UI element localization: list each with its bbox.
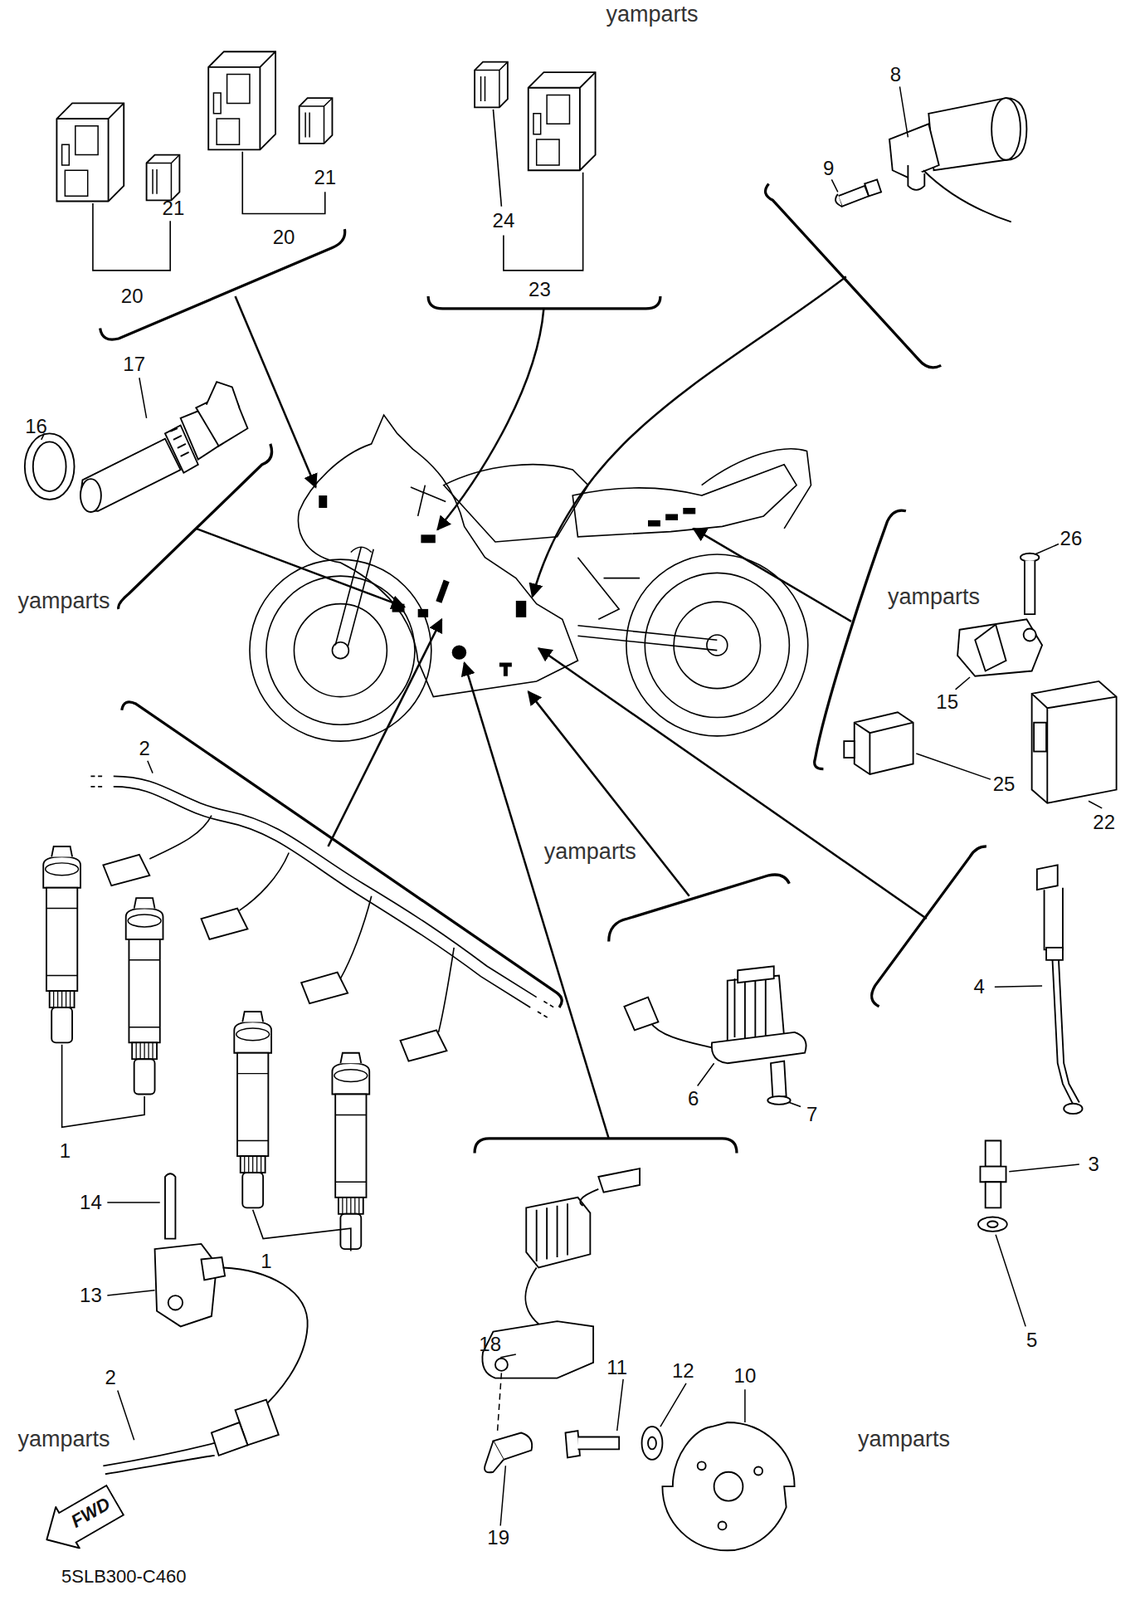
watermark: yamparts [544,840,637,863]
callout-number: 8 [890,64,902,85]
callout-number: 13 [79,1285,103,1306]
callout-number: 2 [104,1367,116,1388]
callout-number: 4 [974,976,985,997]
callout-number: 3 [1088,1154,1100,1174]
callout-number: 9 [823,158,834,179]
watermark: yamparts [605,3,698,26]
callout-number: 7 [806,1104,818,1125]
callout-number: 1 [59,1140,71,1161]
callout-number: 6 [687,1088,699,1109]
callout-number: 20 [121,286,144,307]
callout-number: 12 [672,1360,695,1381]
drawing-code: 5SLB300-C460 [61,1567,186,1586]
callout-number: 1 [260,1251,272,1272]
callout-number: 21 [162,198,186,219]
callout-number: 22 [1092,812,1116,833]
callout-number: 25 [993,774,1016,795]
forward-arrow: FWD [33,1477,128,1561]
callout-number: 10 [734,1365,757,1386]
callout-number: 18 [478,1334,502,1355]
callout-number: 5 [1026,1329,1038,1350]
callout-number: 11 [606,1357,628,1378]
watermark: yamparts [887,584,980,608]
callout-number: 16 [24,416,48,437]
callout-number: 24 [492,210,516,231]
callout-number: 14 [79,1192,103,1213]
callout-number: 19 [487,1527,510,1548]
watermark: yamparts [18,1427,111,1450]
callout-number: 23 [528,279,551,300]
arrow-shape [34,1479,127,1560]
callout-number: 21 [313,167,337,188]
callout-number: 15 [935,691,959,712]
watermark: yamparts [18,589,111,612]
callout-number: 26 [1060,528,1083,549]
callout-number: 20 [272,227,296,248]
callout-number: 2 [138,738,150,759]
callout-number: 17 [122,354,146,375]
watermark: yamparts [857,1427,950,1450]
